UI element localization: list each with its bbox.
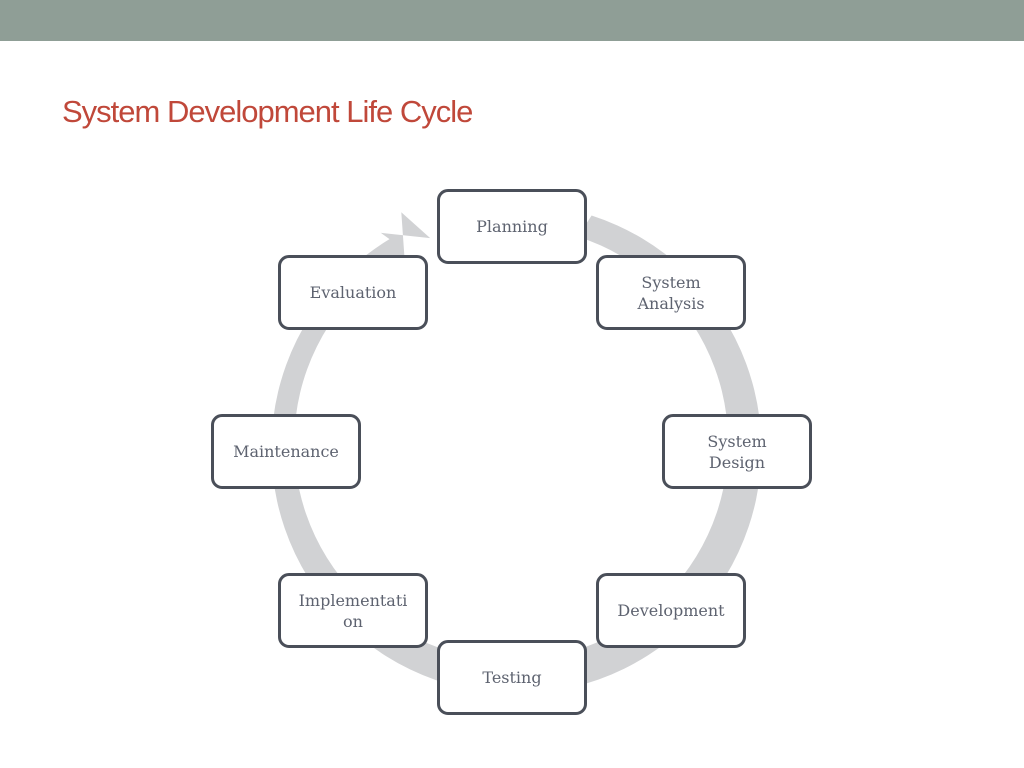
stage-label: Planning	[476, 217, 548, 236]
stage-label: Evaluation	[309, 283, 397, 302]
stage-label: System Analysis	[637, 272, 705, 313]
stage-system-design: System Design	[662, 414, 812, 489]
stage-testing: Testing	[437, 640, 587, 715]
stage-maintenance: Maintenance	[211, 414, 361, 489]
stage-evaluation: Evaluation	[278, 255, 428, 330]
stage-system-analysis: System Analysis	[596, 255, 746, 330]
stage-label: Testing	[482, 668, 542, 687]
slide-title: System Development Life Cycle	[62, 94, 473, 129]
stage-implementation: Implementati on	[278, 573, 428, 648]
stage-planning: Planning	[437, 189, 587, 264]
stage-label: Development	[617, 601, 725, 620]
stage-label: Maintenance	[233, 442, 339, 461]
header-bar	[0, 0, 1024, 41]
stage-label: System Design	[707, 431, 767, 472]
stage-development: Development	[596, 573, 746, 648]
stage-label: Implementati on	[298, 590, 408, 631]
